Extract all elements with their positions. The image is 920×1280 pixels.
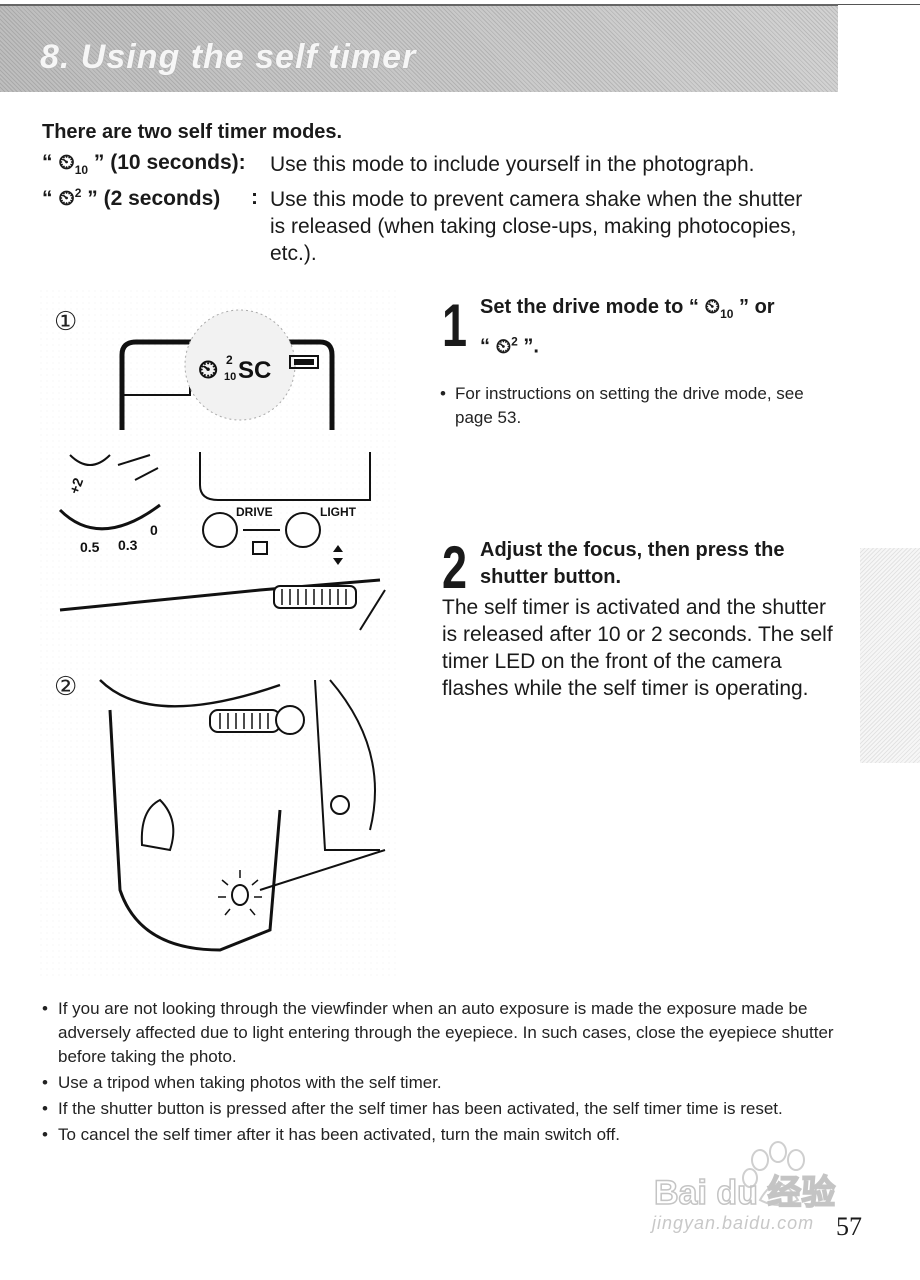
drive-button [202,512,238,548]
baidu-watermark-logo: Bai du 经验 [653,1141,836,1213]
step-2-body: The self timer is activated and the shut… [442,596,833,700]
svg-text:0.5: 0.5 [80,539,100,555]
step-title-2: Adjust the focus, then press the shutter… [480,539,785,588]
button-panel [199,452,371,501]
svg-text:0.3: 0.3 [118,537,138,553]
lcd-sc-text: SC [238,357,271,384]
note-item: If you are not looking through the viewf… [42,997,842,1069]
drive-mode-icon [252,541,268,555]
lens-mount-edge [314,679,380,851]
self-timer-icon: ⏲2 [495,334,518,358]
mode-colon: : [251,186,258,209]
step-number-1: 1 [442,292,468,359]
note-item: If the shutter button is pressed after t… [42,1097,842,1121]
mode-dial [58,503,161,531]
self-timer-icon: ⏲2 [58,186,82,210]
watermark-url: jingyan.baidu.com [652,1213,815,1233]
edge-texture [860,548,920,763]
step-marker-2: ② [54,672,77,702]
notes-list: If you are not looking through the viewf… [42,997,842,1149]
note-item: Use a tripod when taking photos with the… [42,1071,842,1095]
svg-text:2: 2 [226,353,233,367]
self-timer-icon: ⏲10 [58,151,89,178]
led-flash-rays [218,870,262,916]
remote-sensor [140,798,175,852]
page-number: 57 [836,1212,862,1241]
scroll-arrows-icon [333,545,343,565]
camera-illustration: ① ⏲ 2 10 SC +2 0 0.5 0.3 DRIVE LIGHT ② [40,290,400,980]
light-button [285,512,321,548]
section-header-band [0,4,838,92]
self-timer-icon: ⏲10 [704,296,734,321]
step-1-bullet: • For instructions on setting the drive … [440,384,804,427]
lens-release-button [330,795,350,815]
lcd-timer-icon: ⏲ [198,355,218,385]
svg-text:0: 0 [150,522,158,538]
note-item: To cancel the self timer after it has be… [42,1123,842,1147]
light-label: LIGHT [320,505,357,519]
intro-heading: There are two self timer modes. [42,121,343,143]
svg-text:Bai du 经验: Bai du 经验 [654,1173,835,1212]
top-plate-edge [59,578,381,612]
battery-icon [289,355,319,369]
mode-desc-10s: Use this mode to include yourself in the… [270,153,755,176]
drive-label: DRIVE [236,505,273,519]
mode-desc-2s: Use this mode to prevent camera shake wh… [270,188,803,265]
step-marker-1: ① [54,307,77,337]
svg-text:10: 10 [224,371,236,383]
step-number-2: 2 [442,534,468,601]
svg-text:+2: +2 [66,475,87,496]
section-title: 8. Using the self timer [40,38,417,76]
control-wheel [273,585,357,609]
mode-row-10s: “ ⏲10 ” (10 seconds): Use this mode to i… [42,151,842,181]
step-title-1: Set the drive mode to “ ⏲10 ” or “ ⏲2 ”. [480,296,775,358]
mode-label-2s: “ ⏲2 ” (2 seconds) [42,186,221,210]
self-timer-led [231,884,249,906]
camera-grip-top [99,679,281,708]
mode-row-2s: “ ⏲2 ” (2 seconds) : Use this mode to pr… [42,186,842,268]
camera-grip [108,709,282,952]
mode-label-10s: “ ⏲10 ” (10 seconds): [42,151,246,178]
shutter-button [275,705,305,735]
